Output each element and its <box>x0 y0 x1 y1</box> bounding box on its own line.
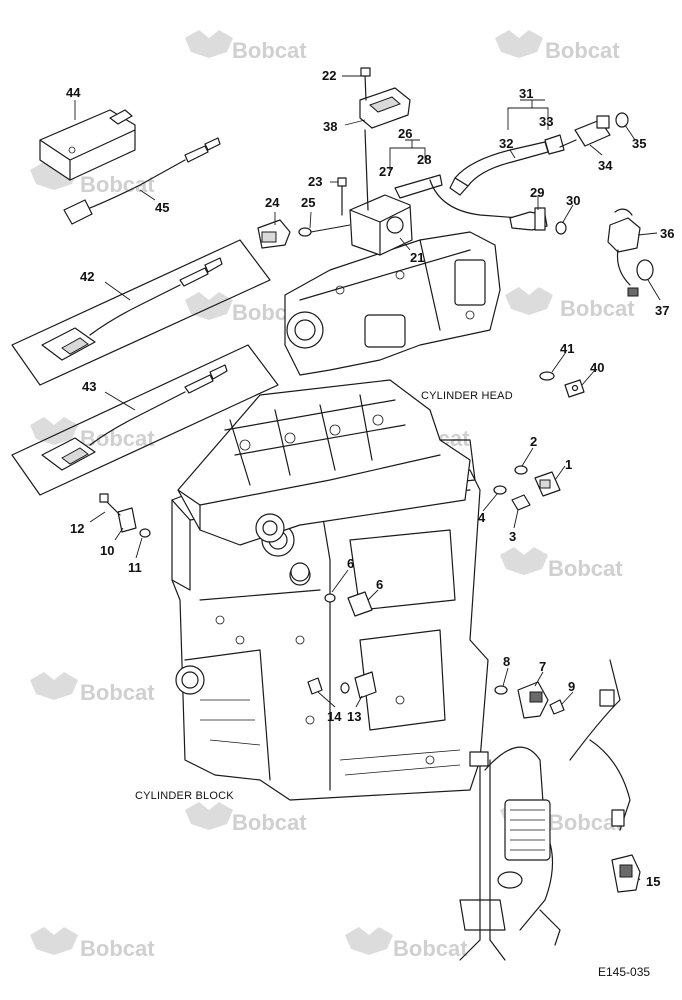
nox-sensor-box-42 <box>11 239 271 386</box>
watermark-text: Bobcat <box>232 38 307 63</box>
sensor-7 <box>517 681 549 719</box>
watermark-text: Bobcat <box>80 172 155 197</box>
callout-27: 27 <box>379 164 393 179</box>
plug-40 <box>564 379 585 398</box>
oring-2 <box>514 465 528 475</box>
callout-labels: 1 2 3 4 6 6 7 8 9 10 11 12 13 14 15 21 2… <box>66 68 674 889</box>
watermark-text: Bobcat <box>80 936 155 961</box>
callout-42: 42 <box>80 269 94 284</box>
callout-12: 12 <box>70 521 84 536</box>
cylinder-head-caption: CYLINDER HEAD <box>421 390 513 402</box>
callout-3: 3 <box>509 529 516 544</box>
callout-2: 2 <box>530 434 537 449</box>
callout-40: 40 <box>590 360 604 375</box>
callout-11: 11 <box>128 560 142 575</box>
oring-25 <box>298 224 351 237</box>
callout-9: 9 <box>568 679 575 694</box>
oring-11 <box>139 528 151 538</box>
egr-valve-21 <box>349 129 413 256</box>
sensor-15 <box>611 854 641 893</box>
callout-7: 7 <box>539 659 546 674</box>
callout-14: 14 <box>327 709 342 724</box>
callout-15: 15 <box>646 874 660 889</box>
fitting-33 <box>544 134 565 155</box>
callout-44: 44 <box>66 85 81 100</box>
sensor-24 <box>257 219 291 249</box>
pipe-28 <box>394 174 521 219</box>
callout-6b: 6 <box>376 577 383 592</box>
callout-30: 30 <box>566 193 580 208</box>
callout-8: 8 <box>503 654 510 669</box>
callout-13: 13 <box>347 709 361 724</box>
callout-45: 45 <box>155 200 169 215</box>
watermark-text: Bobcat <box>232 810 307 835</box>
wire-harness <box>459 659 631 961</box>
watermark-text: Bobcat <box>393 936 468 961</box>
sensor-37 <box>627 259 654 297</box>
callout-25: 25 <box>301 195 315 210</box>
callout-26: 26 <box>398 126 412 141</box>
watermark-logo: Bobcat <box>345 927 468 961</box>
watermark-logo: Bobcat <box>30 672 155 705</box>
sensor-13-14 <box>307 671 377 699</box>
watermark-text: Bobcat <box>548 556 623 581</box>
sensor-34 <box>559 115 611 148</box>
callout-33: 33 <box>539 114 553 129</box>
callout-34: 34 <box>598 158 613 173</box>
oring-4 <box>493 485 507 495</box>
callout-22: 22 <box>322 68 336 83</box>
callout-1: 1 <box>565 457 572 472</box>
cylinder-head <box>177 379 471 582</box>
watermark-text: Bobcat <box>80 680 155 705</box>
callout-28: 28 <box>417 152 431 167</box>
figure-code: E145-035 <box>598 965 650 979</box>
watermark-text: Bobcat <box>80 426 155 451</box>
bolt-23 <box>337 177 347 216</box>
sensor-cable-45 <box>63 137 221 225</box>
callout-32: 32 <box>499 136 513 151</box>
callout-35: 35 <box>632 136 646 151</box>
callout-24: 24 <box>265 195 280 210</box>
callout-29: 29 <box>530 185 544 200</box>
oring-35 <box>615 112 629 128</box>
intake-manifold <box>284 231 501 376</box>
watermark-logo: Bobcat <box>505 287 635 321</box>
watermark-logo: Bobcat <box>185 802 307 835</box>
leader-lines <box>74 75 661 881</box>
control-module-44 <box>39 109 136 181</box>
watermark-logo: Bobcat <box>185 30 307 63</box>
sensor-6 <box>324 591 373 617</box>
callout-37: 37 <box>655 303 669 318</box>
sensor-36 <box>607 208 641 286</box>
callout-10: 10 <box>100 543 114 558</box>
watermark-text: Bobcat <box>545 38 620 63</box>
sensor-29 <box>509 207 548 231</box>
watermark-logo: Bobcat <box>30 417 155 451</box>
callout-41: 41 <box>560 341 574 356</box>
watermark-logo: Bobcat <box>500 547 623 581</box>
callout-38: 38 <box>323 119 337 134</box>
oring-30 <box>555 221 567 235</box>
watermark-text: Bobcat <box>548 810 623 835</box>
callout-6a: 6 <box>347 556 354 571</box>
callout-36: 36 <box>660 226 674 241</box>
watermark-text: Bobcat <box>560 296 635 321</box>
sensor-3 <box>511 494 531 511</box>
sensor-10 <box>99 493 137 533</box>
callout-4: 4 <box>478 510 486 525</box>
sensor-38 <box>359 67 411 129</box>
cylinder-block-caption: CYLINDER BLOCK <box>135 790 234 802</box>
bolt-9 <box>549 699 565 715</box>
sensor-1 <box>534 471 561 497</box>
watermark-logo: Bobcat <box>30 927 155 961</box>
watermark-logo: Bobcat <box>495 30 620 63</box>
oring-8 <box>494 685 508 695</box>
nox-sensor-box-43 <box>11 344 279 496</box>
callout-31: 31 <box>519 86 533 101</box>
washer-41 <box>539 371 555 381</box>
callout-23: 23 <box>308 174 322 189</box>
callout-43: 43 <box>82 379 96 394</box>
callout-21: 21 <box>410 250 424 265</box>
